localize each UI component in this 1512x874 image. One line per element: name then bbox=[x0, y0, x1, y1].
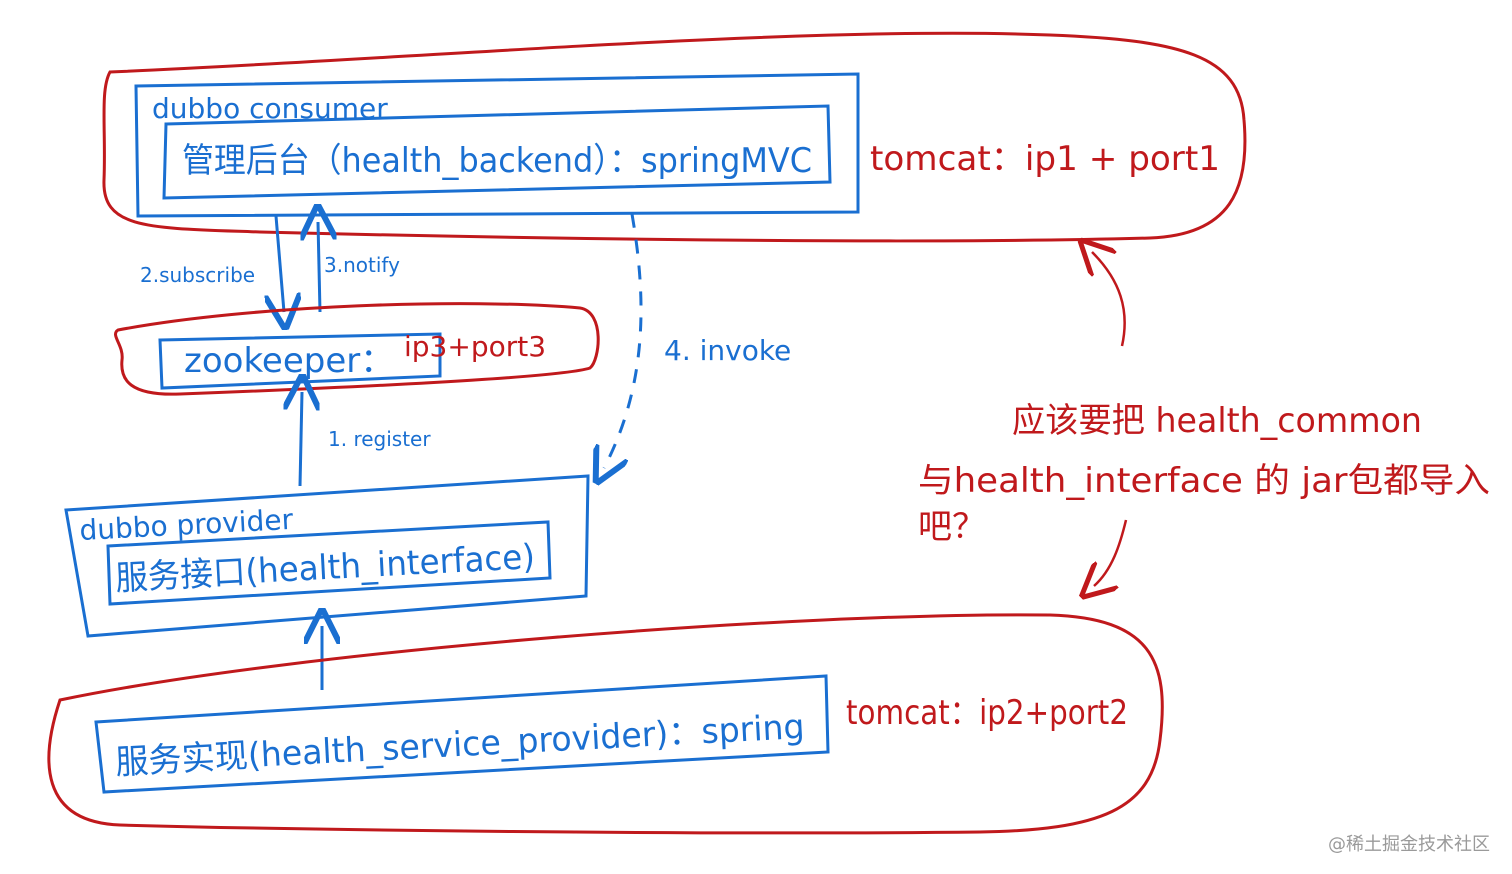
note-line-1: 应该要把 health_common bbox=[1012, 401, 1422, 441]
impl-tomcat-outline bbox=[47, 613, 1164, 835]
consumer-box bbox=[134, 72, 860, 218]
register-label: 1. register bbox=[328, 427, 431, 451]
consumer-title: dubbo consumer bbox=[152, 92, 388, 125]
consumer-inner-label: 管理后台（health_backend）：springMVC bbox=[182, 141, 812, 181]
subscribe-arrow bbox=[276, 215, 284, 312]
consumer-tomcat-outline bbox=[102, 31, 1247, 243]
invoke-arrow bbox=[604, 213, 643, 468]
watermark: @稀土掘金技术社区 bbox=[1328, 834, 1490, 855]
invoke-label: 4. invoke bbox=[664, 334, 791, 367]
subscribe-label: 2.subscribe bbox=[140, 263, 255, 287]
impl-tomcat-label: tomcat：ip2+port2 bbox=[846, 693, 1128, 733]
provider-inner-box bbox=[106, 520, 552, 606]
registry-outline bbox=[114, 302, 600, 396]
consumer-inner-box bbox=[162, 104, 832, 200]
note-arrow-up bbox=[1092, 252, 1126, 347]
registry-box bbox=[158, 332, 442, 390]
provider-box bbox=[64, 474, 590, 638]
registry-label: zookeeper： bbox=[184, 341, 394, 381]
note-arrow-down bbox=[1094, 519, 1128, 586]
notify-label: 3.notify bbox=[324, 253, 400, 277]
note-line-3: 吧？ bbox=[918, 507, 986, 547]
impl-box bbox=[94, 674, 830, 794]
registry-address: ip3+port3 bbox=[404, 330, 546, 363]
note-line-2: 与health_interface 的 jar包都导入 bbox=[918, 461, 1490, 501]
provider-title: dubbo provider bbox=[79, 503, 295, 547]
consumer-tomcat-label: tomcat：ip1 + port1 bbox=[870, 139, 1220, 179]
register-arrow bbox=[300, 392, 302, 487]
provider-inner-label: 服务接口(health_interface) bbox=[114, 537, 536, 599]
notify-arrow bbox=[318, 222, 320, 313]
